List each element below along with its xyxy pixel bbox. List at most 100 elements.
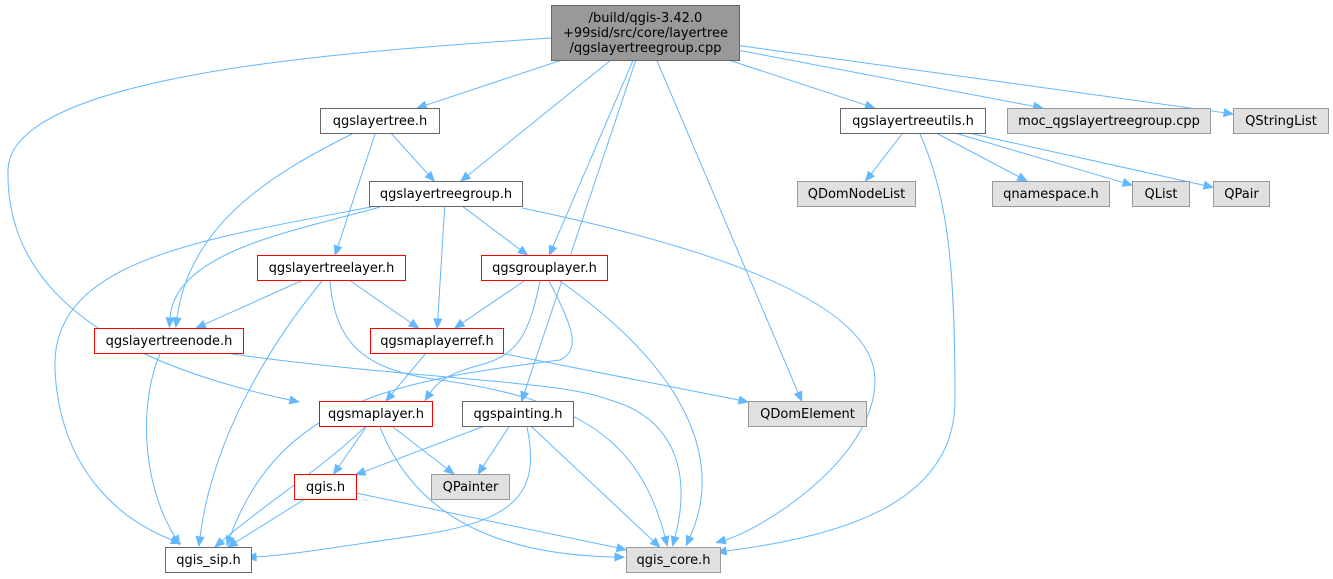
edge-line [499, 352, 740, 401]
edge-painting-to-qgis [354, 425, 485, 476]
edge-line [437, 205, 446, 320]
edge-line [738, 45, 1225, 114]
node-layertreenode[interactable]: qgslayertreenode.h [94, 328, 244, 354]
node-layertreelayer[interactable]: qgslayertreelayer.h [257, 255, 406, 281]
node-box [431, 474, 510, 500]
node-grouplayer[interactable]: qgsgrouplayer.h [481, 255, 608, 281]
node-label: QStringList [1245, 114, 1317, 129]
edge-layertree-to-layertreegroup [390, 132, 436, 182]
edge-arrowhead [1222, 108, 1235, 118]
node-label: QDomElement [760, 407, 855, 422]
edge-line [552, 59, 634, 247]
edge-line [338, 425, 368, 467]
node-box [551, 5, 740, 61]
node-qgissip[interactable]: qgis_sip.h [165, 547, 252, 573]
edge-line [559, 280, 703, 538]
node-label: qgslayertreeutils.h [852, 114, 974, 129]
edge-maplayerref-to-qdomelement [499, 352, 750, 405]
node-label: /build/qgis-3.42.0 [589, 11, 703, 26]
edge-root-to-layertreegroup [459, 59, 612, 182]
edge-painting-to-qpainter [477, 425, 510, 476]
edge-arrowhead [225, 534, 235, 547]
edge-arrowhead [864, 100, 876, 110]
edge-line [54, 206, 372, 541]
edge-arrowhead [424, 170, 436, 182]
node-label: qgis_sip.h [176, 553, 240, 568]
edge-arrowhead [517, 245, 529, 256]
node-qdomelement: QDomElement [748, 401, 867, 427]
edge-layertreegroup-to-layertreenode [165, 206, 381, 329]
node-box [1007, 108, 1211, 134]
edge-arrowhead [415, 100, 428, 110]
edge-layertreegroup-to-maplayerref [433, 205, 446, 330]
edge-arrowhead [333, 244, 343, 257]
node-box [481, 255, 608, 281]
node-qnamespace: qnamespace.h [992, 181, 1110, 207]
node-maplayer[interactable]: qgsmaplayer.h [319, 401, 433, 427]
node-box [797, 181, 916, 207]
edge-line [461, 205, 521, 250]
node-qgis[interactable]: qgis.h [294, 474, 357, 500]
edge-grouplayer-to-maplayerref [453, 279, 526, 329]
node-label: qgis.h [306, 480, 345, 495]
edge-arrowhead [615, 543, 628, 553]
edge-arrowhead [424, 390, 435, 402]
edge-line [176, 133, 353, 319]
edge-line [521, 207, 876, 541]
edge-grouplayer-to-maplayer [424, 280, 541, 402]
node-box [462, 401, 574, 427]
node-maplayerref[interactable]: qgsmaplayerref.h [370, 328, 504, 354]
edge-treeutils-to-qlist [954, 132, 1134, 187]
node-treeutils[interactable]: qgslayertreeutils.h [840, 108, 986, 134]
edge-painting-to-qgiscore [530, 425, 661, 548]
edge-qgis-to-qgissip [226, 498, 306, 548]
node-qpainter: QPainter [431, 474, 510, 500]
node-label: QPair [1224, 187, 1259, 202]
edge-arrowhead [195, 319, 207, 329]
node-box [626, 547, 721, 573]
node-qpair: QPair [1213, 181, 1270, 207]
edge-line [231, 353, 682, 538]
node-layertreegroup[interactable]: qgslayertreegroup.h [369, 181, 523, 207]
edge-arrowhead [459, 171, 472, 182]
node-label: /qgslayertreegroup.cpp [570, 41, 722, 56]
edge-root-to-grouplayer [548, 59, 634, 257]
edge-line [462, 279, 526, 324]
edge-arrowhead [649, 537, 661, 548]
edge-line [429, 280, 541, 394]
edge-line [656, 59, 799, 393]
edge-arrowhead [670, 535, 680, 547]
node-painting[interactable]: qgspainting.h [462, 401, 574, 427]
edge-layertree-to-layertreelayer [333, 132, 376, 257]
edge-arrowhead [1202, 180, 1215, 190]
node-box [992, 181, 1110, 207]
node-layertree[interactable]: qgslayertree.h [320, 108, 440, 134]
edge-root-to-maplayer [7, 37, 552, 405]
edge-root-to-treeutils [728, 59, 876, 110]
edge-arrowhead [195, 535, 205, 548]
node-box [165, 547, 252, 573]
edge-arrowhead [165, 317, 175, 329]
edge-arrowhead [354, 467, 367, 476]
node-label: QDomNodeList [808, 187, 906, 202]
edge-arrowhead [172, 316, 182, 329]
edge-arrowhead [737, 395, 750, 405]
edge-root-to-qdomelement [656, 59, 803, 403]
node-label: +99sid/src/core/layertree [563, 26, 728, 41]
node-box [370, 328, 504, 354]
edge-line [379, 426, 616, 558]
edge-line [146, 353, 176, 538]
edge-arrowhead [1016, 172, 1029, 182]
edge-line [482, 425, 510, 467]
edge-treeutils-to-qgiscore [715, 133, 956, 556]
edge-treeutils-to-qnamespace [935, 132, 1029, 182]
edge-qgis-to-qgiscore [355, 492, 628, 553]
edge-grouplayer-to-qgissip [225, 280, 573, 547]
edge-arrowhead [864, 170, 876, 183]
edge-line [204, 279, 304, 325]
edge-line [391, 352, 427, 395]
edge-arrowhead [288, 395, 301, 405]
edge-line [968, 132, 1205, 186]
edge-arrowhead [226, 538, 239, 548]
